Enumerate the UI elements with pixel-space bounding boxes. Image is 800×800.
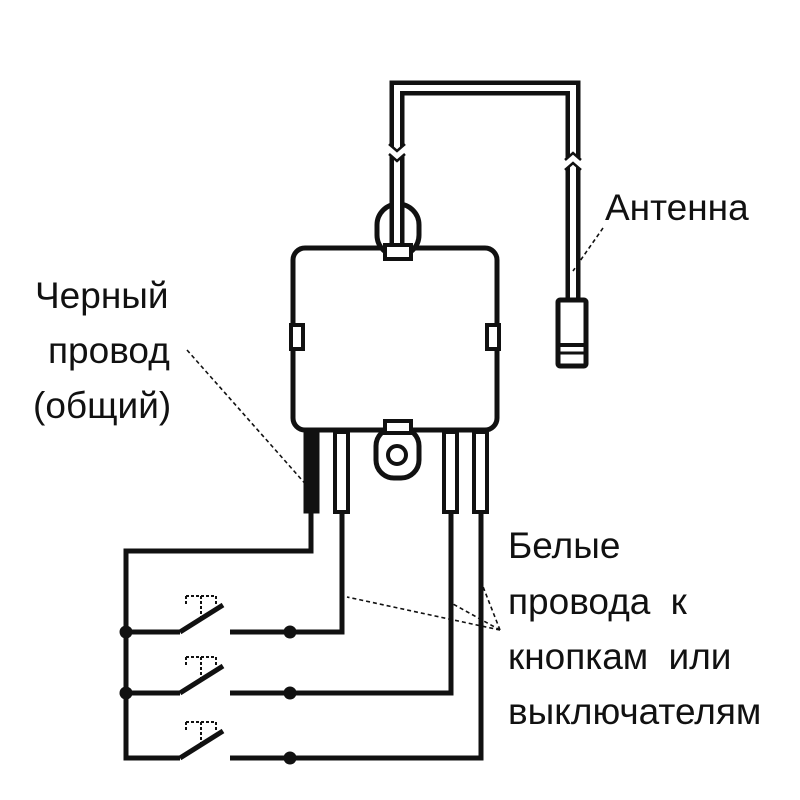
- label-black-wire-line-3: (общий): [33, 385, 171, 426]
- label-white-wires-line-3: кнопкам или: [508, 636, 731, 677]
- contact-dot: [283, 751, 297, 765]
- module-side-notch-right: [485, 323, 501, 351]
- white-wire-lead-2: [442, 430, 459, 514]
- label-white-wires-line-4: выключателям: [508, 691, 761, 732]
- mounting-eye: [373, 419, 422, 481]
- label-antenna: Антенна: [605, 187, 749, 228]
- push-button-symbol-1: [185, 595, 217, 617]
- push-button-symbol-3: [185, 721, 217, 743]
- switch-blade-2: [178, 663, 225, 696]
- leader-line-white-wire-3: [481, 583, 501, 631]
- white-wire-run-2: [230, 512, 454, 696]
- module-side-notch-left: [289, 323, 305, 351]
- label-black-wire-line-1: Черный: [35, 275, 169, 316]
- junction-dot: [119, 625, 133, 639]
- white-wire-lead-3: [472, 430, 489, 514]
- leader-line-white-wire-1: [346, 596, 501, 631]
- label-white-wires-line-2: провода к: [508, 581, 688, 622]
- common-bus-line: [123, 512, 314, 761]
- contact-dot: [283, 686, 297, 700]
- label-black-wire: Черный провод (общий): [33, 275, 171, 426]
- black-wire-lead: [303, 430, 320, 514]
- leader-line-antenna: [572, 227, 604, 272]
- white-wire-lead-1: [333, 430, 350, 514]
- white-wire-run-1: [230, 512, 345, 635]
- push-button-symbol-2: [185, 656, 217, 678]
- label-white-wires: Белые провода к кнопкам или выключателям: [508, 525, 761, 732]
- antenna-cable: [388, 80, 582, 302]
- leader-line-white-wire-2: [452, 603, 501, 631]
- antenna-mount-tab: [383, 243, 413, 261]
- switch-blade-3: [178, 728, 225, 761]
- label-white-wires-line-1: Белые: [508, 525, 620, 566]
- antenna-connector: [555, 297, 589, 369]
- cable-break-left: [388, 143, 406, 163]
- junction-dot: [119, 686, 133, 700]
- label-black-wire-line-2: провод: [48, 330, 170, 371]
- leader-line-black-wire: [186, 349, 310, 489]
- switch-blade-1: [178, 602, 225, 635]
- cable-break-right: [564, 151, 582, 171]
- contact-dot: [283, 625, 297, 639]
- module-box: [290, 245, 500, 433]
- white-wire-run-3: [230, 512, 484, 761]
